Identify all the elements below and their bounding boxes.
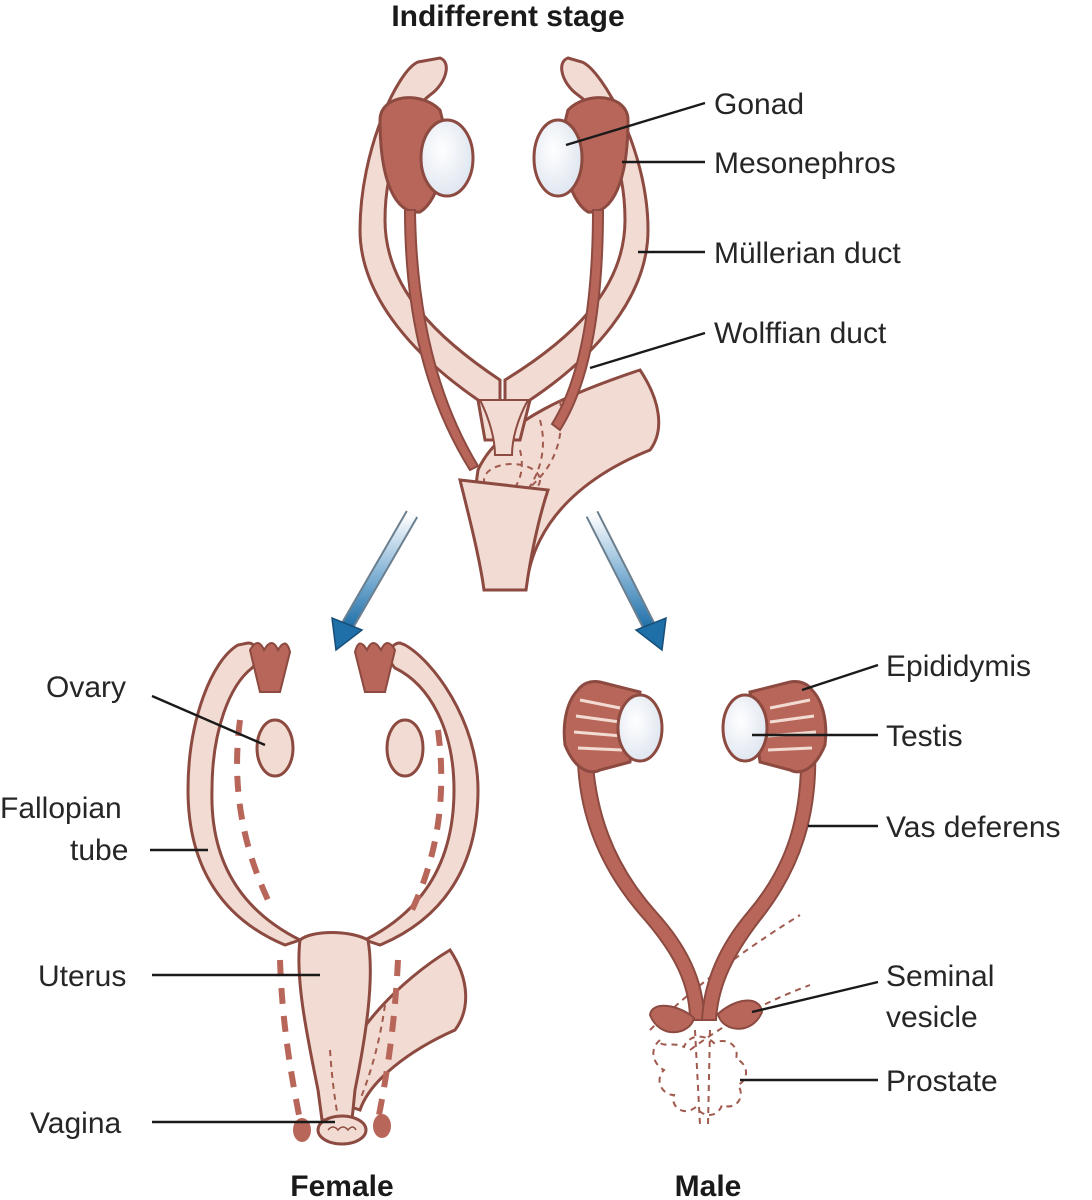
right-testis	[721, 693, 769, 763]
title-indifferent-stage: Indifferent stage	[391, 0, 624, 33]
epididymis-leader	[801, 663, 879, 692]
label-uterus: Uterus	[38, 960, 126, 993]
label-mesonephros: Mesonephros	[714, 147, 896, 180]
title-female: Female	[290, 1170, 393, 1200]
left-wolffian-duct	[403, 209, 480, 472]
uterus	[297, 931, 372, 1122]
vaginal-opening	[316, 1114, 368, 1146]
right-vas-deferens	[700, 744, 817, 1021]
female-figure	[186, 641, 480, 1146]
label-testis: Testis	[886, 720, 963, 753]
ovary-leader	[151, 694, 266, 747]
right-gonad	[532, 118, 584, 198]
gonad-leader	[565, 101, 706, 147]
right-seminal-vesicle	[716, 999, 764, 1030]
left-gonad	[419, 118, 475, 198]
arrow-to-male	[585, 510, 667, 652]
seminal-vesicle-leader	[751, 980, 879, 1014]
left-seminal-vesicle	[648, 1004, 696, 1034]
wolffian-leader	[589, 331, 706, 370]
male-figure	[562, 680, 828, 1126]
label-vas-deferens: Vas deferens	[886, 811, 1061, 844]
right-wolffian-duct	[550, 209, 605, 432]
label-vesicle: vesicle	[886, 1001, 978, 1034]
label-wolffian-duct: Wolffian duct	[714, 317, 887, 350]
label-vagina: Vagina	[30, 1107, 122, 1140]
label-ovary: Ovary	[46, 671, 126, 704]
label-mullerian-duct: Müllerian duct	[714, 237, 901, 270]
right-fallopian-tube	[361, 641, 480, 947]
label-fallopian-1: Fallopian	[0, 792, 122, 825]
right-ovary	[385, 718, 425, 778]
label-gonad: Gonad	[714, 88, 804, 121]
left-testis	[616, 693, 664, 763]
indifferent-stage-figure	[358, 56, 661, 592]
title-male: Male	[675, 1170, 742, 1200]
left-fallopian-tube	[186, 641, 304, 947]
arrow-to-female	[331, 510, 419, 652]
left-vas-deferens	[576, 739, 706, 1021]
label-prostate: Prostate	[886, 1065, 998, 1098]
left-ovary	[255, 718, 295, 778]
label-seminal: Seminal	[886, 960, 994, 993]
label-fallopian-2: tube	[70, 834, 128, 867]
label-epididymis: Epididymis	[886, 650, 1031, 683]
